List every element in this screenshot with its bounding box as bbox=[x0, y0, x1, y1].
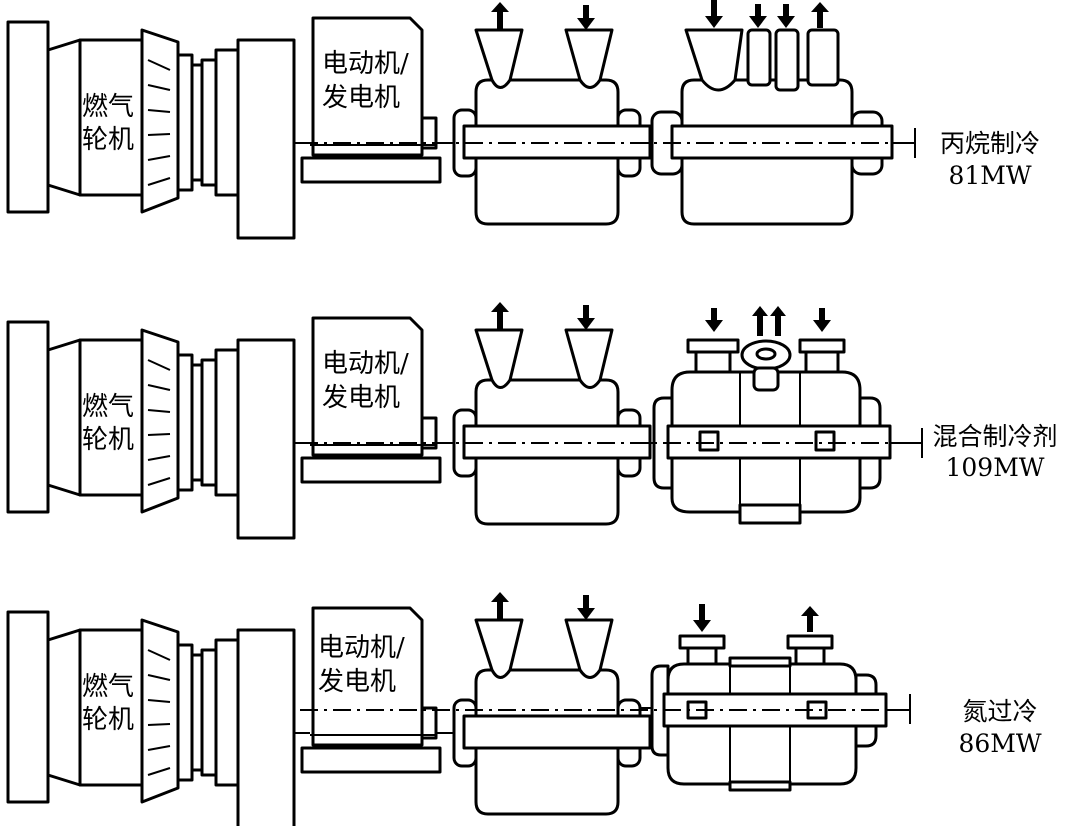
arrow-in-icon bbox=[749, 4, 767, 28]
arrow-in-icon bbox=[777, 4, 795, 28]
motor-label-line2: 发电机 bbox=[322, 383, 400, 413]
gas-turbine-label-line1: 燃气 bbox=[82, 672, 134, 702]
arrow-out-icon bbox=[811, 2, 829, 28]
arrow-in-icon bbox=[577, 595, 595, 620]
compressor-2 bbox=[640, 634, 911, 792]
arrow-in-icon bbox=[577, 305, 595, 330]
arrow-in-icon bbox=[705, 308, 723, 332]
arrow-out-icon bbox=[801, 606, 819, 632]
service-label: 氮过冷 bbox=[962, 697, 1037, 726]
compressor-1 bbox=[434, 28, 652, 226]
compressor-1 bbox=[434, 328, 652, 526]
motor-label-line2: 发电机 bbox=[322, 83, 400, 113]
train-propane: 燃气 轮机 电动机/ 发电机 bbox=[6, 0, 1040, 240]
compressor-1 bbox=[434, 618, 652, 816]
arrow-in-icon bbox=[577, 5, 595, 30]
gas-turbine bbox=[6, 320, 296, 540]
arrow-out-icon bbox=[491, 592, 509, 620]
arrow-out-icon bbox=[491, 2, 509, 30]
gas-turbine-label-line2: 轮机 bbox=[82, 425, 134, 455]
compressor-2 bbox=[640, 28, 916, 226]
train-nitrogen-subcool: 燃气 轮机 电动机/ 发电机 bbox=[6, 592, 1042, 826]
motor-label-line2: 发电机 bbox=[318, 667, 396, 697]
power-label: 81MW bbox=[948, 161, 1031, 190]
service-label: 丙烷制冷 bbox=[940, 129, 1040, 158]
train-mixed-refrigerant: 燃气 轮机 电动机/ 发电机 bbox=[6, 302, 1058, 540]
gas-turbine bbox=[6, 20, 296, 240]
gas-turbine-label-line2: 轮机 bbox=[82, 705, 134, 735]
gas-turbine-label-line1: 燃气 bbox=[82, 392, 134, 422]
arrow-in-icon bbox=[693, 604, 711, 632]
arrow-in-icon bbox=[705, 0, 723, 28]
gas-turbine-label-line1: 燃气 bbox=[82, 92, 134, 122]
gas-turbine-label-line2: 轮机 bbox=[82, 125, 134, 155]
arrow-out-icon bbox=[752, 306, 786, 336]
motor-label-line1: 电动机/ bbox=[322, 349, 409, 379]
arrow-in-icon bbox=[813, 308, 831, 332]
service-label: 混合制冷剂 bbox=[932, 422, 1057, 451]
power-label: 86MW bbox=[958, 729, 1041, 758]
arrow-out-icon bbox=[491, 302, 509, 330]
gas-turbine bbox=[6, 610, 296, 826]
power-label: 109MW bbox=[945, 453, 1044, 482]
compressor-2 bbox=[640, 338, 923, 525]
motor-label-line1: 电动机/ bbox=[318, 633, 405, 663]
motor-label-line1: 电动机/ bbox=[322, 49, 409, 79]
